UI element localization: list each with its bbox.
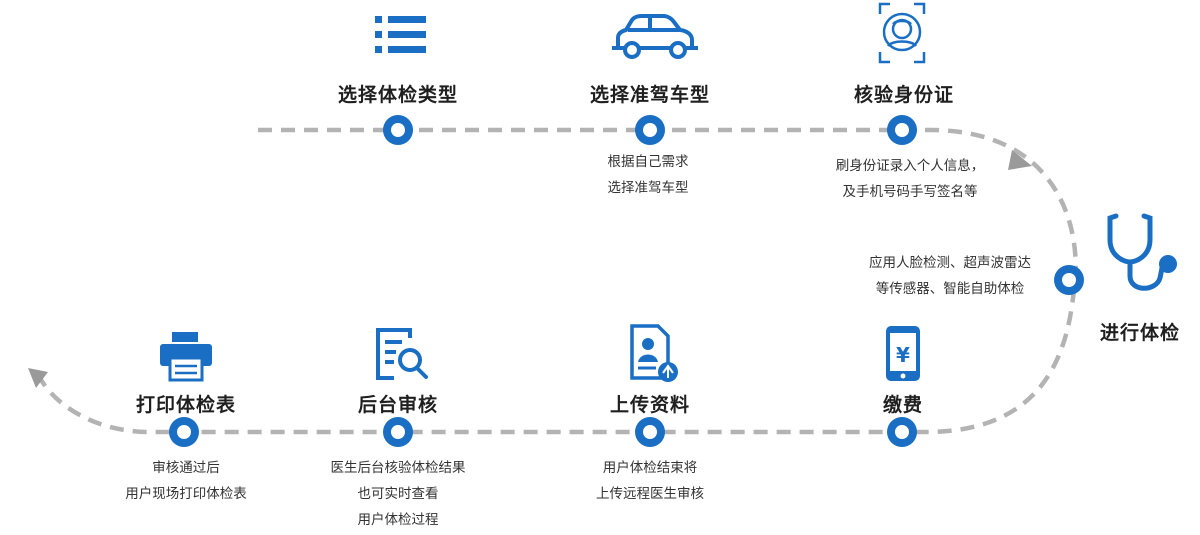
step-5-title: 缴费 [882,394,924,416]
step-4-description: 应用人脸检测、超声波雷达 等传感器、智能自助体检 [869,250,1031,302]
step-node-6 [635,417,665,447]
car-icon [612,14,698,50]
arrowhead-right-icon [1008,150,1032,170]
step-4-desc-line-1: 应用人脸检测、超声波雷达 [869,255,1031,271]
step-8-title: 打印体检表 [135,394,237,416]
step-7-desc-line-1: 医生后台核验体检结果 [330,460,466,476]
step-8-desc-line-2: 用户现场打印体检表 [125,486,247,502]
document-search-icon [376,328,428,380]
step-3-description: 刷身份证录入个人信息， 及手机号码手写签名等 [836,153,985,205]
phone-yen-icon: ¥ [886,326,920,381]
step-node-2 [635,115,665,145]
step-3-title: 核验身份证 [853,84,955,106]
step-4-desc-line-2: 等传感器、智能自助体检 [875,281,1025,297]
flow-path [38,127,1078,435]
car-wheels [623,41,687,59]
step-4-title: 进行体检 [1099,322,1181,344]
stethoscope-icon [1107,213,1165,291]
face-scan-icon [878,2,926,64]
step-3-desc-line-2: 及手机号码手写签名等 [842,184,978,200]
printer-icon [160,332,212,382]
step-2-desc-line-1: 根据自己需求 [607,154,689,170]
stethoscope-chestpiece [1159,255,1177,273]
step-8-desc-line-1: 审核通过后 [152,460,220,476]
step-node-1 [383,115,413,145]
step-3-desc-line-1: 刷身份证录入个人信息， [835,158,985,174]
step-6-desc-line-1: 用户体检结束将 [602,460,698,476]
arrowhead-left-icon [28,368,48,388]
step-6-description: 用户体检结束将 上传远程医生审核 [596,455,704,507]
step-node-8 [169,417,199,447]
step-node-5 [887,417,917,447]
step-2-description: 根据自己需求 选择准驾车型 [608,149,689,201]
step-2-desc-line-2: 选择准驾车型 [607,180,689,196]
step-6-title: 上传资料 [609,394,691,416]
step-1-title: 选择体检类型 [337,84,459,106]
step-6-desc-line-2: 上传远程医生审核 [596,486,704,502]
step-7-title: 后台审核 [357,394,439,416]
step-node-7 [383,417,413,447]
list-icon [375,16,426,53]
step-7-desc-line-2: 也可实时查看 [357,486,439,502]
step-node-3 [887,115,917,145]
step-7-desc-line-3: 用户体检过程 [357,512,439,528]
step-7-description: 医生后台核验体检结果 也可实时查看 用户体检过程 [331,455,466,533]
step-8-description: 审核通过后 用户现场打印体检表 [125,455,247,507]
document-upload-icon [630,324,678,382]
step-2-title: 选择准驾车型 [589,84,711,106]
svg-text:¥: ¥ [896,343,910,367]
step-node-4 [1054,265,1084,295]
